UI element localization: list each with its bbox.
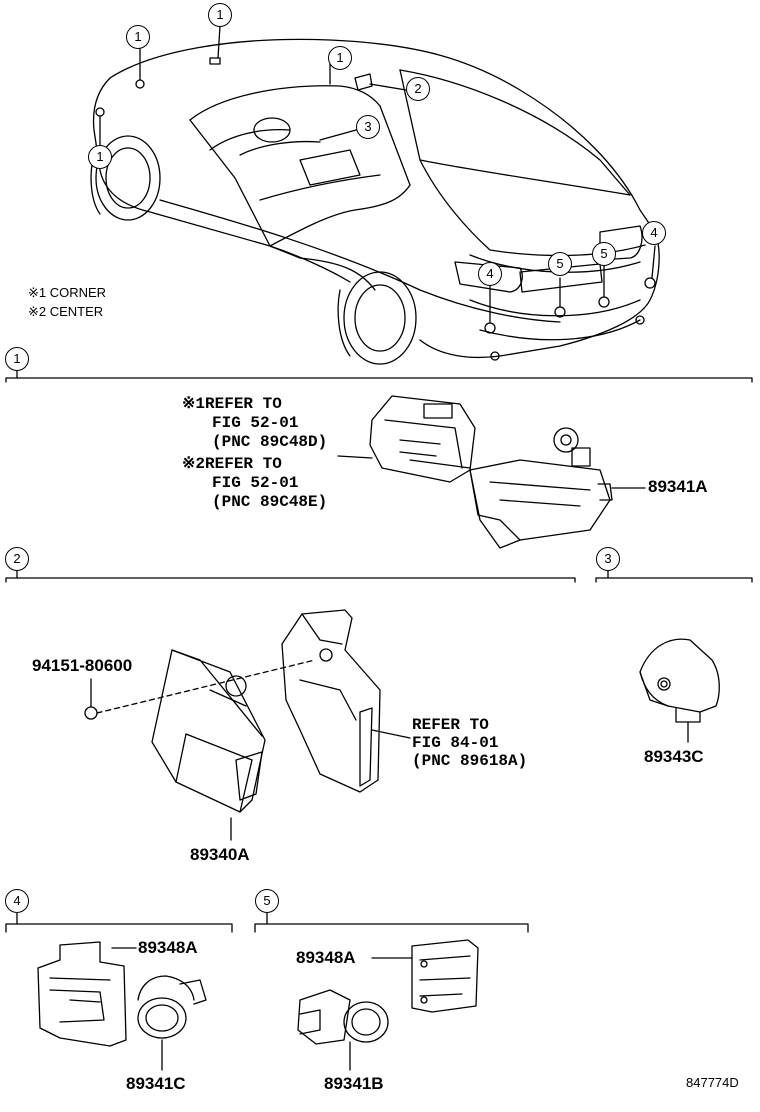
callout-1-roof: 1 xyxy=(208,3,232,27)
car-illustration xyxy=(90,25,660,365)
section-1-marker: 1 xyxy=(5,347,29,371)
s1-ref1-line3: (PNC 89C48D) xyxy=(212,433,328,451)
s1-ref1-line2: FIG 52-01 xyxy=(212,414,299,432)
section-4-marker: 4 xyxy=(5,889,29,913)
s1-ref1-line1: ※1REFER TO xyxy=(182,395,282,413)
section3-artwork xyxy=(639,638,720,743)
note-corner: ※1 CORNER xyxy=(28,285,107,300)
callout-4-left: 4 xyxy=(478,262,502,286)
section4-artwork xyxy=(37,941,207,1071)
section-brackets xyxy=(5,368,753,933)
s1-ref2-line1: ※2REFER TO xyxy=(182,455,282,473)
section1-artwork xyxy=(337,395,646,549)
s5-bracket-number: 89348A xyxy=(296,948,356,967)
callout-4-right: 4 xyxy=(642,221,666,245)
s1-ref2-line2: FIG 52-01 xyxy=(212,474,299,492)
callout-1-front: 1 xyxy=(126,25,150,49)
section-5-marker: 5 xyxy=(255,889,279,913)
note-center: ※2 CENTER xyxy=(28,304,104,319)
s2-bolt-number: 94151-80600 xyxy=(32,656,133,675)
s2-part-number: 89340A xyxy=(190,845,250,864)
section2-artwork xyxy=(84,609,411,841)
callout-3: 3 xyxy=(356,115,380,139)
s5-part-number: 89341B xyxy=(324,1074,384,1093)
callout-5-right: 5 xyxy=(592,242,616,266)
s4-bracket-number: 89348A xyxy=(138,938,198,957)
section-3-marker: 3 xyxy=(596,547,620,571)
s4-part-number: 89341C xyxy=(126,1074,186,1093)
illustration-id: 847774D xyxy=(686,1075,739,1090)
s2-ref-line2: FIG 84-01 xyxy=(412,734,499,752)
s3-part-number: 89343C xyxy=(644,747,704,766)
section-2-marker: 2 xyxy=(5,547,29,571)
s1-ref2-line3: (PNC 89C48E) xyxy=(212,493,328,511)
section5-artwork xyxy=(297,939,479,1071)
callout-2: 2 xyxy=(406,77,430,101)
s2-ref-line3: (PNC 89618A) xyxy=(412,752,528,770)
s2-ref-line1: REFER TO xyxy=(412,716,489,734)
callout-5-left: 5 xyxy=(548,252,572,276)
callout-1-corner: 1 xyxy=(88,145,112,169)
callout-1-center: 1 xyxy=(328,46,352,70)
s1-part-number: 89341A xyxy=(648,477,708,496)
